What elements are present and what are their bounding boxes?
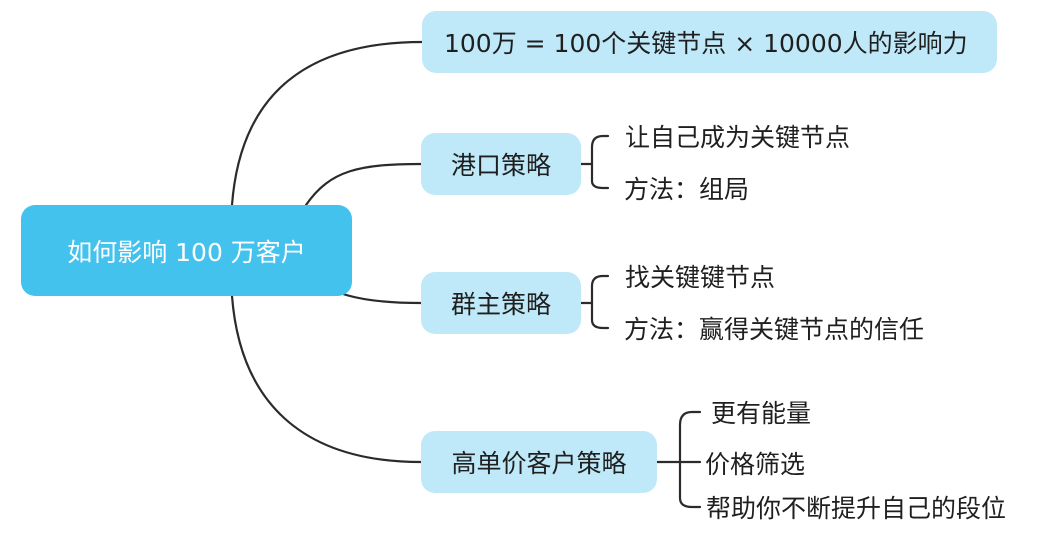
- leaf-group-owner-1-label: 找关键键节点: [625, 263, 776, 292]
- leaf-port-1-label: 让自己成为关键节点: [625, 123, 851, 152]
- root-topic-label: 如何影响 100 万客户: [67, 237, 306, 267]
- branch-formula: 100万 = 100个关键节点 × 10000人的影响力: [422, 11, 997, 73]
- leaf-high-price-3-label: 帮助你不断提升自己的段位: [706, 494, 1007, 523]
- leaf-port-2-label: 方法：组局: [624, 175, 750, 204]
- connector-root-branch-2: [304, 162, 423, 207]
- leaf-port-2: 方法：组局: [624, 170, 749, 206]
- bracket-branch-4: [655, 410, 702, 509]
- connector-root-branch-4: [230, 294, 423, 464]
- leaf-high-price-2-label: 价格筛选: [705, 450, 806, 479]
- branch-high-price-strategy-label: 高单价客户策略: [451, 449, 627, 478]
- root-topic: 如何影响 100 万客户: [21, 205, 352, 296]
- branch-port-strategy-label: 港口策略: [450, 151, 551, 180]
- leaf-high-price-1: 更有能量: [711, 394, 811, 430]
- bracket-branch-3: [579, 274, 610, 330]
- leaf-group-owner-1: 找关键键节点: [625, 258, 775, 294]
- leaf-group-owner-2: 方法：赢得关键节点的信任: [624, 310, 924, 346]
- branch-group-owner-strategy: 群主策略: [421, 272, 581, 334]
- connector-root-branch-1: [230, 40, 424, 207]
- leaf-port-1: 让自己成为关键节点: [625, 118, 850, 154]
- leaf-group-owner-2-label: 方法：赢得关键节点的信任: [624, 315, 925, 344]
- branch-port-strategy: 港口策略: [421, 133, 581, 195]
- leaf-high-price-3: 帮助你不断提升自己的段位: [706, 489, 1006, 525]
- branch-formula-label: 100万 = 100个关键节点 × 10000人的影响力: [444, 29, 968, 58]
- leaf-high-price-2: 价格筛选: [705, 445, 805, 481]
- branch-high-price-strategy: 高单价客户策略: [421, 431, 657, 493]
- branch-group-owner-strategy-label: 群主策略: [450, 290, 551, 319]
- leaf-high-price-1-label: 更有能量: [711, 399, 812, 428]
- connector-root-branch-3: [338, 291, 423, 305]
- bracket-branch-2: [579, 134, 610, 190]
